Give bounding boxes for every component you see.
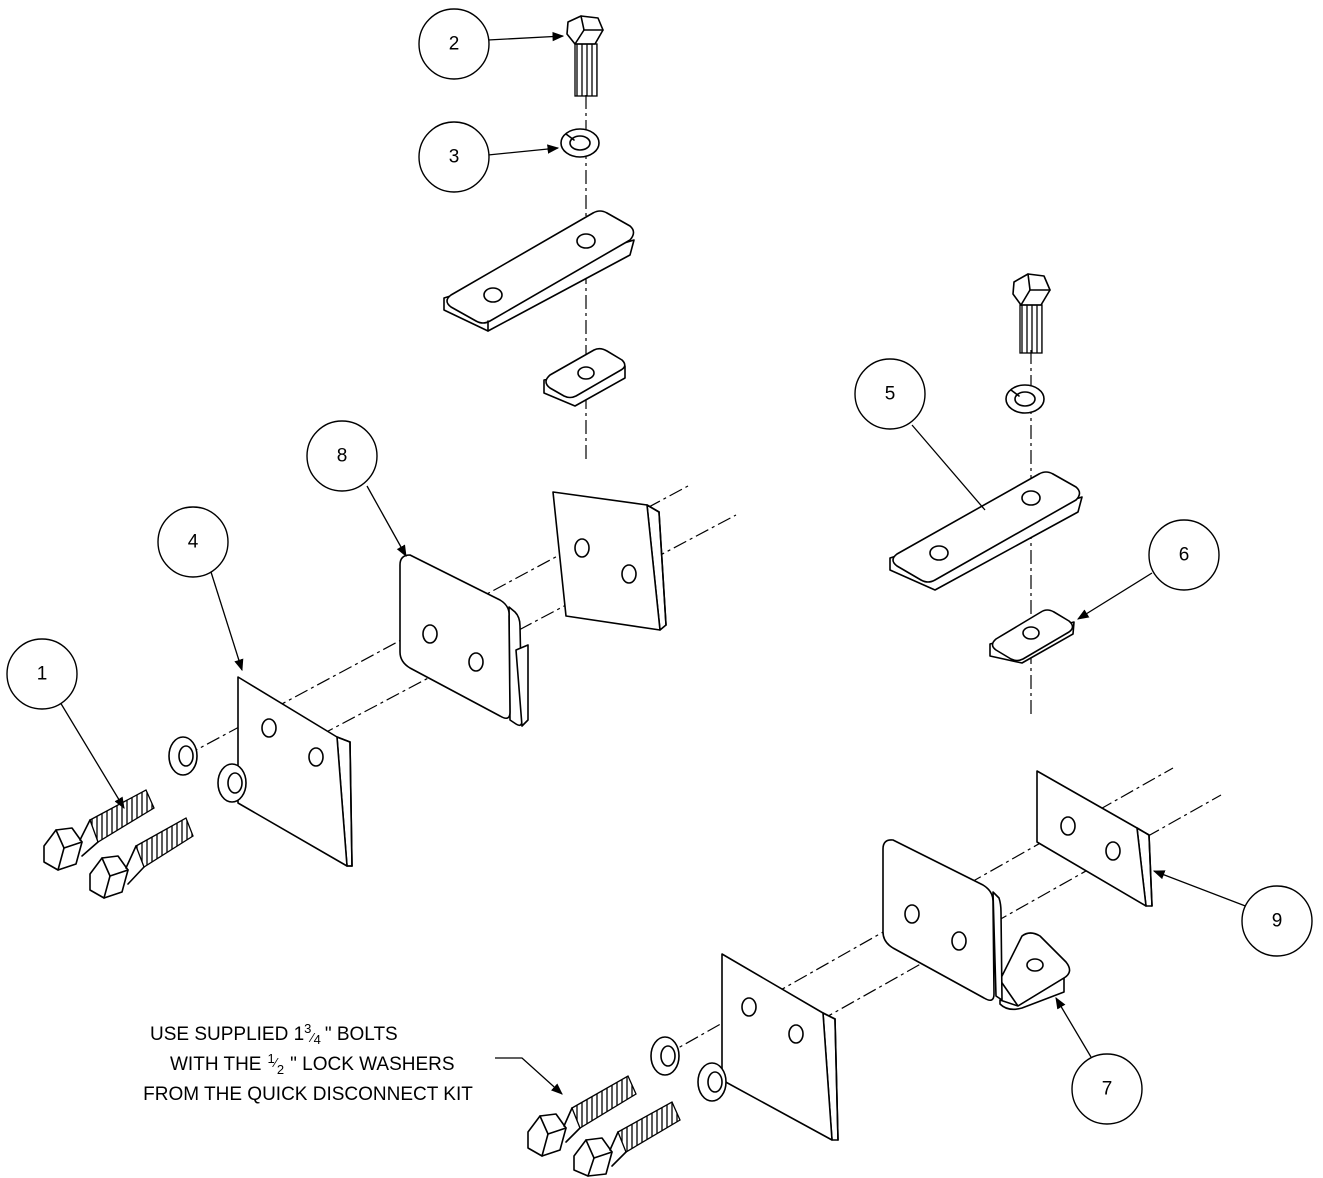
svg-text:2: 2 <box>449 34 460 55</box>
leader-1 <box>59 701 125 810</box>
right-hex-bolt <box>1012 273 1051 354</box>
svg-text:5: 5 <box>885 384 896 405</box>
leader-4 <box>210 571 244 672</box>
note-line-3: FROM THE QUICK DISCONNECT KIT <box>143 1084 473 1105</box>
svg-text:6: 6 <box>1179 545 1190 566</box>
lower-lock-washer-upper <box>650 1036 680 1076</box>
lower-front-plate <box>721 953 839 1141</box>
leader-note <box>495 1057 563 1095</box>
lower-bolt-lower <box>573 1101 681 1177</box>
lower-bolt-upper <box>527 1075 637 1157</box>
lower-right-bracket-assembly <box>527 767 1222 1177</box>
top-hex-bolt <box>566 15 604 97</box>
callout-1: 1 <box>6 638 78 710</box>
leader-5 <box>911 424 986 511</box>
right-fastener-stack <box>889 273 1083 715</box>
lower-rear-plate <box>1036 770 1153 907</box>
svg-text:3: 3 <box>449 147 460 168</box>
callout-8: 8 <box>306 420 378 492</box>
leader-9 <box>1152 870 1249 908</box>
leader-2 <box>487 31 565 42</box>
callout-3: 3 <box>418 121 490 193</box>
callout-6: 6 <box>1148 519 1220 591</box>
leader-lines <box>59 31 1249 1095</box>
left-rear-plate <box>552 491 667 631</box>
right-small-block <box>989 609 1075 664</box>
callout-2: 2 <box>418 8 490 80</box>
top-fastener-stack <box>443 15 635 460</box>
svg-text:1: 1 <box>37 664 48 685</box>
lower-angle-bracket <box>882 839 1071 1011</box>
callout-4: 4 <box>157 506 229 578</box>
svg-text:7: 7 <box>1102 1079 1113 1100</box>
svg-text:9: 9 <box>1272 911 1283 932</box>
callout-9: 9 <box>1241 885 1313 957</box>
left-lock-washer-lower <box>217 763 247 803</box>
callout-5: 5 <box>854 358 926 430</box>
leader-8 <box>366 485 407 558</box>
leader-3 <box>487 144 560 156</box>
right-lock-washer <box>1005 384 1045 414</box>
top-lock-washer <box>560 128 600 158</box>
top-long-plate <box>443 210 635 332</box>
callout-7: 7 <box>1071 1053 1143 1125</box>
lower-lock-washer-lower <box>697 1062 727 1102</box>
note-line-1: USE SUPPLIED 13⁄4" BOLTS <box>150 1021 398 1047</box>
left-front-plate <box>237 676 353 867</box>
svg-text:8: 8 <box>337 446 348 467</box>
left-bolt-upper <box>43 789 155 871</box>
top-small-block <box>543 347 626 407</box>
left-bracket-assembly <box>43 485 737 899</box>
left-lock-washer-upper <box>168 736 198 776</box>
svg-text:4: 4 <box>188 532 199 553</box>
left-bolt-lower <box>89 817 194 899</box>
leader-6 <box>1077 572 1153 620</box>
left-angle-bracket <box>399 554 529 727</box>
right-long-plate <box>889 471 1083 591</box>
leader-7 <box>1055 996 1092 1058</box>
